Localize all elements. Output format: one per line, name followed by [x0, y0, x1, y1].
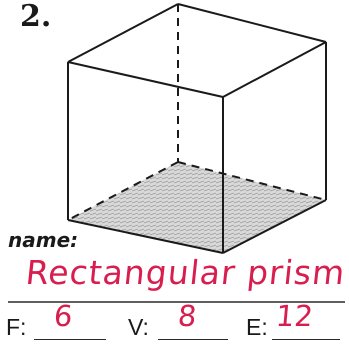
faces-count: F: 6 — [6, 299, 110, 344]
counts-row: F: 6 V: 8 E: 12 — [0, 299, 349, 349]
edges-label: E: — [246, 314, 268, 340]
edges-count: E: 12 — [246, 299, 346, 344]
visible-edges — [67, 3, 327, 254]
shaded-base-hatching — [68, 162, 326, 253]
edges-value: 12 — [274, 299, 315, 333]
name-answer-handwritten: Rectangular prism — [23, 253, 348, 292]
name-label: name: — [8, 228, 79, 252]
vertices-answer-line — [158, 339, 228, 340]
faces-value: 6 — [52, 299, 74, 333]
vertices-value: 8 — [176, 299, 198, 333]
vertices-count: V: 8 — [128, 299, 232, 344]
faces-label: F: — [6, 314, 27, 340]
edges-answer-line — [272, 339, 340, 340]
hidden-edges — [67, 4, 327, 221]
problem-number: 2. — [20, 0, 52, 34]
vertices-label: V: — [128, 314, 149, 340]
faces-answer-line — [34, 339, 106, 340]
